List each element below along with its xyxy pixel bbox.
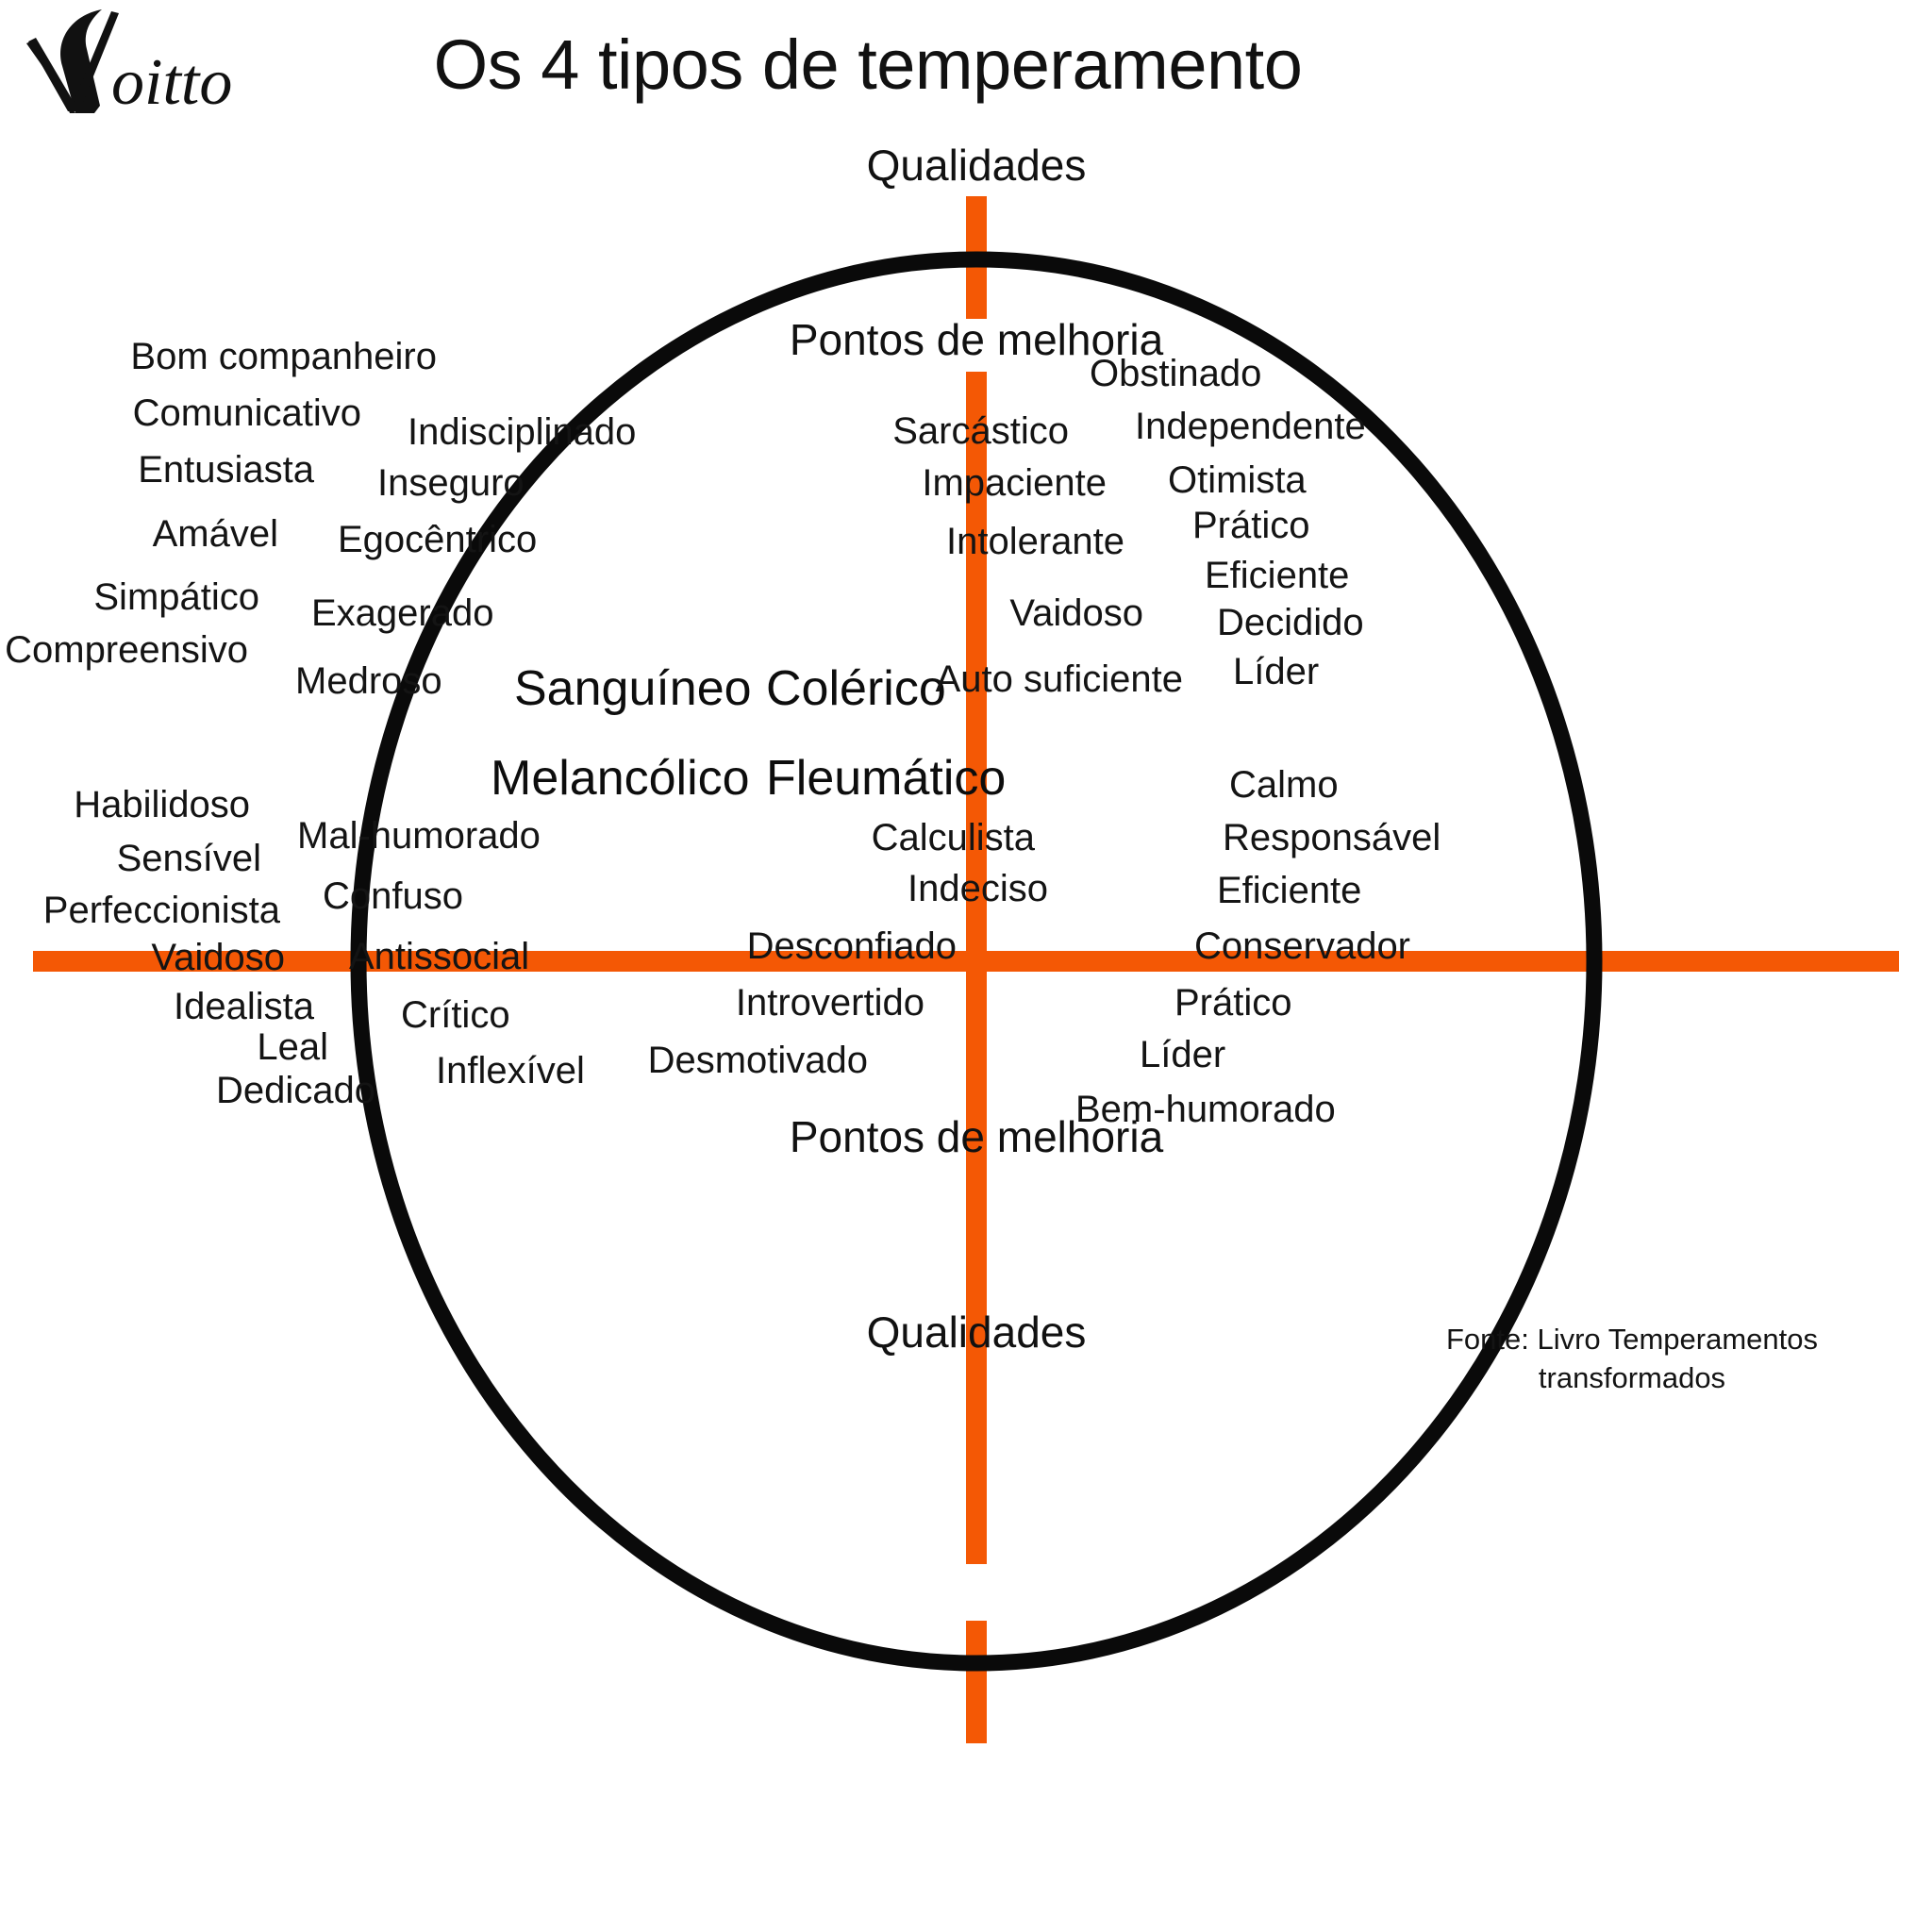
trait-word: Egocêntrico xyxy=(338,519,538,560)
trait-word: Calculista xyxy=(871,817,1035,858)
trait-word: Intolerante xyxy=(945,521,1124,562)
trait-word: Prático xyxy=(1192,505,1310,546)
caption-improvements-top: Pontos de melhoria xyxy=(789,315,1164,364)
trait-word: Prático xyxy=(1174,982,1292,1024)
trait-word: Introvertido xyxy=(735,982,924,1024)
trait-word: Auto suficiente xyxy=(935,658,1183,700)
source-line-2: transformados xyxy=(1538,1360,1726,1394)
trait-word: Otimista xyxy=(1168,459,1307,501)
trait-word: Perfeccionista xyxy=(42,890,280,931)
trait-word: Confuso xyxy=(323,875,463,917)
trait-word: Exagerado xyxy=(311,592,494,634)
svg-text:oitto: oitto xyxy=(111,46,232,119)
vertical-axis-tick-bottom xyxy=(966,1621,987,1743)
trait-word: Indeciso xyxy=(908,868,1048,909)
trait-word: Calmo xyxy=(1229,764,1339,806)
trait-word: Amável xyxy=(152,513,278,555)
trait-word: Bem-humorado xyxy=(1075,1089,1336,1130)
trait-word: Líder xyxy=(1233,651,1320,692)
trait-word: Dedicado xyxy=(215,1070,375,1111)
trait-word: Inseguro xyxy=(377,462,525,504)
trait-word: Obstinado xyxy=(1090,353,1262,394)
trait-word: Indisciplinado xyxy=(408,411,637,453)
temperament-circle xyxy=(350,251,1603,1672)
trait-word: Independente xyxy=(1135,406,1366,447)
trait-word: Conservador xyxy=(1194,925,1411,967)
source-note: Fonte: Livro Temperamentos transformados xyxy=(1368,1321,1896,1398)
caption-improvements-bottom: Pontos de melhoria xyxy=(789,1112,1164,1161)
trait-word: Simpático xyxy=(93,576,259,618)
trait-word: Compreensivo xyxy=(5,629,248,671)
trait-word: Responsável xyxy=(1223,817,1441,858)
trait-word: Entusiasta xyxy=(138,449,314,491)
trait-word: Líder xyxy=(1140,1034,1226,1075)
trait-word: Desmotivado xyxy=(647,1040,868,1081)
caption-qualities-bottom: Qualidades xyxy=(866,1307,1087,1357)
trait-word: Idealista xyxy=(174,986,314,1027)
trait-word: Mal-humorado xyxy=(297,815,541,857)
horizontal-axis-line xyxy=(33,951,1899,972)
trait-word: Antissocial xyxy=(349,936,530,977)
trait-word: Medroso xyxy=(295,660,442,702)
vertical-axis-tick-upper xyxy=(966,372,987,960)
quadrant-label-melancolico: Melancólico xyxy=(491,751,750,806)
trait-word: Sarcástico xyxy=(892,410,1069,452)
caption-qualities-top: Qualidades xyxy=(866,141,1087,190)
trait-word: Desconfiado xyxy=(746,925,957,967)
quadrant-label-fleumatico: Fleumático xyxy=(766,751,1007,806)
trait-word: Eficiente xyxy=(1205,555,1350,596)
quadrant-label-colerico: Colérico xyxy=(766,661,946,716)
trait-word: Habilidoso xyxy=(74,784,250,825)
page-title: Os 4 tipos de temperamento xyxy=(433,25,1303,104)
vertical-axis-tick-lower xyxy=(966,962,987,1564)
trait-word: Vaidoso xyxy=(151,937,285,978)
trait-word: Leal xyxy=(257,1026,328,1068)
trait-word: Crítico xyxy=(401,994,510,1036)
trait-word: Comunicativo xyxy=(132,392,361,434)
source-line-1: Fonte: Livro Temperamentos xyxy=(1445,1323,1818,1356)
voitto-logo: oitto xyxy=(21,8,294,121)
quadrant-label-sanguineo: Sanguíneo xyxy=(514,661,752,716)
trait-word: Decidido xyxy=(1217,602,1364,643)
trait-word: Eficiente xyxy=(1217,870,1362,911)
trait-word: Impaciente xyxy=(922,462,1107,504)
trait-word: Inflexível xyxy=(436,1050,585,1091)
trait-word: Vaidoso xyxy=(1009,592,1143,634)
trait-word: Bom companheiro xyxy=(130,336,437,377)
trait-word: Sensível xyxy=(116,838,261,879)
